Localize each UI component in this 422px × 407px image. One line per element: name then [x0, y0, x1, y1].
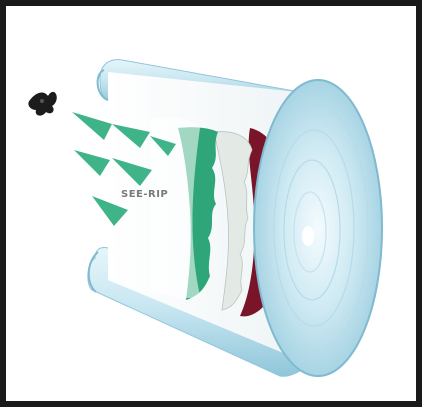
- cylinder-face: [254, 80, 382, 376]
- diagram-label: SEE-RIP: [121, 189, 168, 200]
- face-center-highlight: [302, 226, 314, 246]
